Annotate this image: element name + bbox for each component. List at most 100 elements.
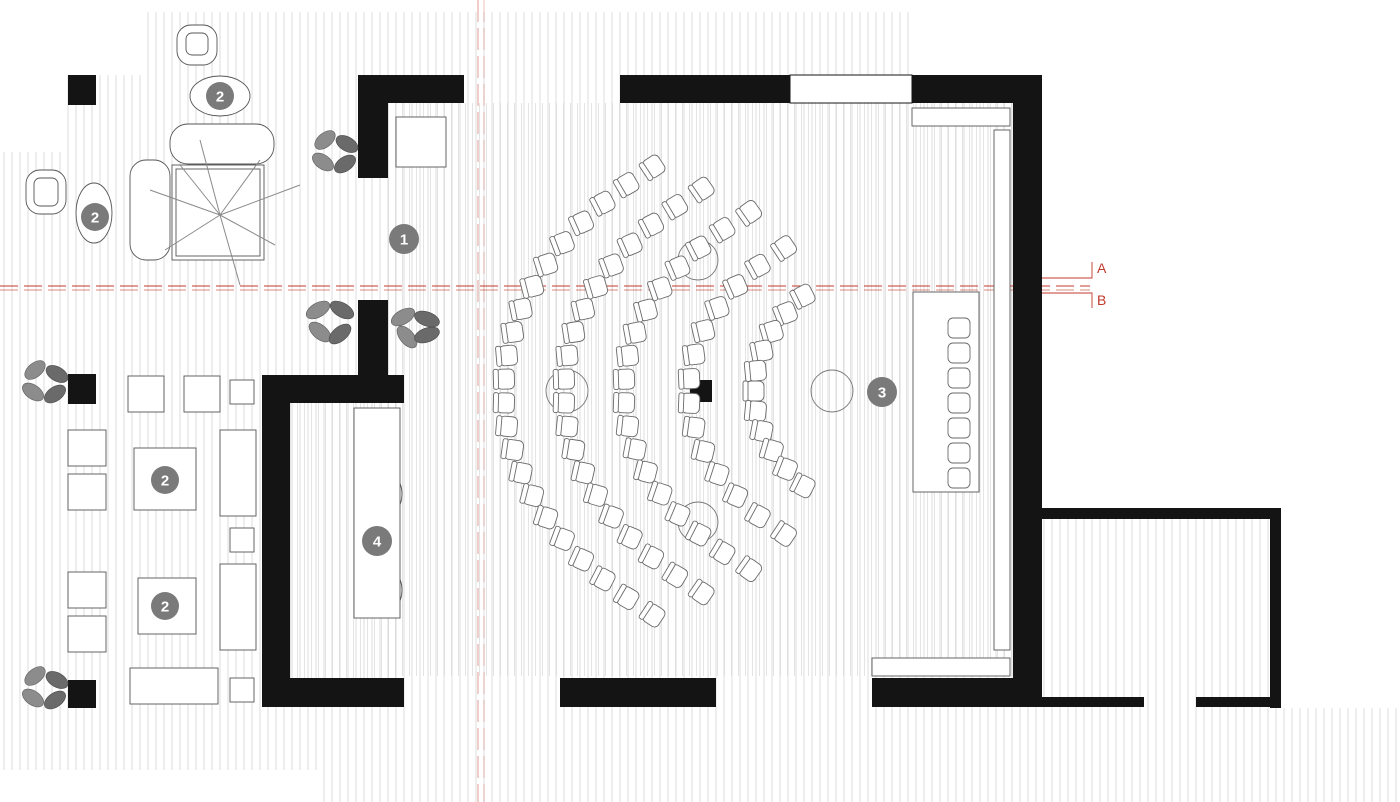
- chair: [749, 419, 774, 443]
- chair: [770, 520, 797, 547]
- chair: [704, 296, 730, 321]
- bar-stool: [947, 392, 971, 414]
- chair: [555, 344, 579, 367]
- building-walls: [68, 74, 1281, 708]
- chair: [789, 472, 816, 499]
- svg-text:4: 4: [373, 534, 382, 551]
- chair: [633, 459, 658, 484]
- chair: [598, 253, 624, 279]
- chair: [708, 217, 736, 244]
- chair: [770, 235, 797, 262]
- chair: [616, 524, 643, 550]
- chair: [612, 368, 636, 391]
- bar-stool: [947, 417, 971, 439]
- section-label-a: A: [1097, 260, 1107, 276]
- plant-icon: [22, 360, 69, 404]
- chair: [549, 231, 575, 257]
- bar-stool: [947, 367, 971, 389]
- chair: [722, 274, 749, 300]
- plant-icon: [305, 300, 355, 345]
- palm-tree-icon: [149, 139, 301, 286]
- chair: [532, 252, 559, 278]
- chair: [589, 565, 616, 592]
- chair: [598, 503, 624, 529]
- chair: [637, 212, 665, 239]
- seating-arcs: [492, 154, 816, 628]
- bar-stool: [947, 442, 971, 464]
- chair: [583, 275, 608, 300]
- chair: [661, 194, 689, 221]
- chair: [744, 502, 771, 529]
- chair: [687, 176, 715, 204]
- potted-plants: [22, 130, 440, 710]
- chair: [570, 297, 596, 322]
- chair: [552, 392, 576, 414]
- chair: [532, 504, 559, 530]
- chair: [508, 460, 533, 485]
- bar-stools: [947, 317, 971, 489]
- chair: [519, 274, 545, 299]
- bar-stool: [947, 317, 971, 339]
- marker-2-top: 2: [206, 82, 234, 110]
- terrace-furniture: [25, 24, 275, 705]
- chair: [743, 399, 767, 423]
- chair: [685, 235, 712, 262]
- plant-icon: [22, 666, 69, 710]
- chair: [519, 483, 545, 508]
- chair: [742, 380, 765, 402]
- chair: [704, 461, 730, 486]
- chair: [568, 210, 595, 237]
- chair: [681, 343, 706, 367]
- bar-stool: [947, 467, 971, 489]
- marker-3: 3: [867, 377, 897, 407]
- chair: [638, 600, 666, 628]
- chair: [647, 480, 673, 506]
- chair: [615, 344, 640, 368]
- chair: [708, 538, 736, 565]
- chair: [664, 501, 691, 527]
- marker-4: 4: [362, 526, 392, 556]
- chair: [772, 301, 798, 327]
- svg-text:2: 2: [91, 210, 99, 227]
- chair: [568, 545, 595, 572]
- chair: [677, 368, 701, 390]
- chair: [637, 543, 665, 570]
- chair: [690, 319, 716, 343]
- plan-markers: 1 2 2 2 2 3 4: [81, 82, 897, 620]
- svg-text:1: 1: [400, 232, 408, 249]
- marker-2-left: 2: [81, 203, 109, 231]
- section-label-b: B: [1097, 292, 1106, 308]
- svg-text:2: 2: [216, 89, 224, 106]
- chair: [622, 437, 647, 461]
- chair: [500, 321, 525, 344]
- chair: [772, 455, 798, 481]
- chair: [722, 482, 749, 508]
- chair: [616, 232, 643, 258]
- marker-1: 1: [389, 224, 419, 254]
- svg-text:2: 2: [161, 599, 169, 616]
- chair: [758, 319, 784, 345]
- chair: [758, 437, 784, 463]
- interior-fittings: [353, 107, 1011, 677]
- chair: [549, 525, 575, 551]
- chair: [664, 255, 691, 281]
- chair: [495, 344, 519, 367]
- chair: [615, 414, 640, 438]
- chair: [687, 578, 715, 606]
- svg-text:2: 2: [161, 473, 169, 490]
- marker-2-middle: 2: [151, 466, 179, 494]
- chair: [612, 583, 640, 610]
- chair: [647, 276, 673, 302]
- chair: [685, 520, 712, 547]
- chair: [735, 555, 763, 582]
- chair: [508, 297, 533, 322]
- chair: [735, 200, 763, 227]
- bar-stool: [947, 342, 971, 364]
- chair: [552, 368, 576, 390]
- chair: [633, 298, 658, 323]
- chair: [555, 415, 579, 438]
- chair: [681, 415, 706, 439]
- chair: [749, 339, 774, 363]
- chair: [690, 439, 716, 463]
